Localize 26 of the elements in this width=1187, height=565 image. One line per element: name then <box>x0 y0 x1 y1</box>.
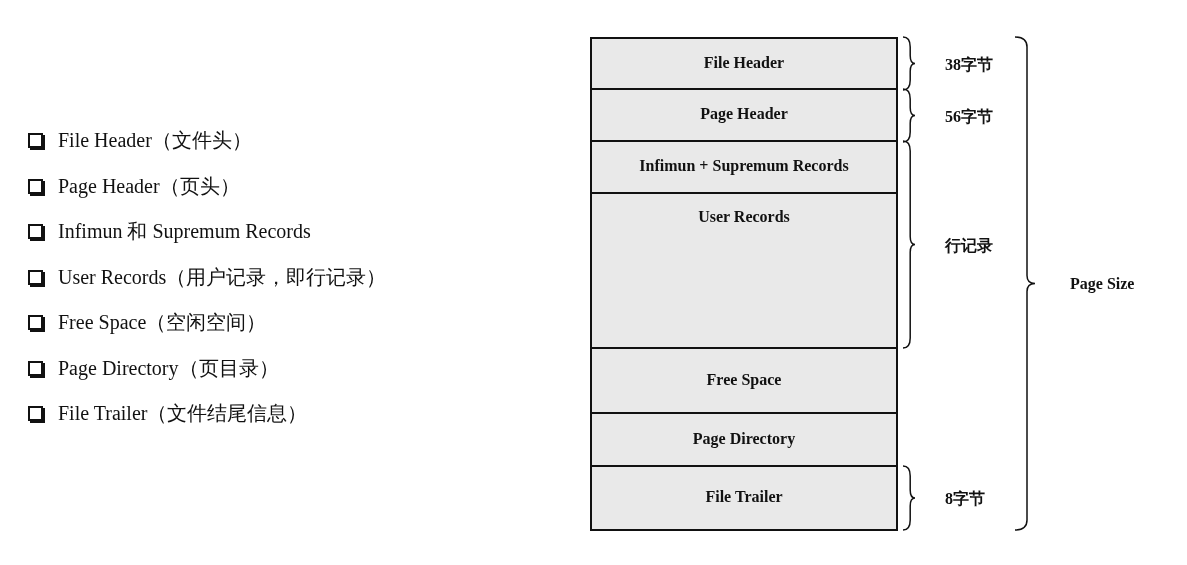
section-label: File Trailer <box>705 488 783 506</box>
section-label: User Records <box>698 208 790 226</box>
list-item: Page Header（页头） <box>58 173 240 200</box>
total-size-label: Page Size <box>1070 274 1135 293</box>
list-item: File Header（文件头） <box>58 128 252 153</box>
list-item: Page Directory（页目录） <box>58 355 279 382</box>
list-item: File Trailer（文件结尾信息） <box>58 401 308 426</box>
page-section-box <box>590 192 898 349</box>
size-label: 56字节 <box>945 106 993 127</box>
size-label: 8字节 <box>945 489 985 509</box>
page-section-box <box>590 412 898 467</box>
page-section-box <box>590 347 898 414</box>
list-item: User Records（用户记录，即行记录） <box>58 264 387 290</box>
section-label: File Header <box>703 53 785 72</box>
section-label: Free Space <box>706 370 782 389</box>
section-label: Page Header <box>700 105 788 123</box>
list-item: Infimun 和 Supremum Records <box>58 219 311 245</box>
page-section-box <box>590 465 898 531</box>
section-label: Infimun + Supremum Records <box>639 157 849 175</box>
section-group-label: 行记录 <box>945 235 993 256</box>
list-item: Free Space（空闲空间） <box>58 310 267 336</box>
page-section-box <box>590 37 898 90</box>
page-section-box <box>590 88 898 142</box>
section-label: Page Directory <box>692 429 796 448</box>
page-section-box <box>590 140 898 194</box>
size-label: 38字节 <box>945 54 993 75</box>
